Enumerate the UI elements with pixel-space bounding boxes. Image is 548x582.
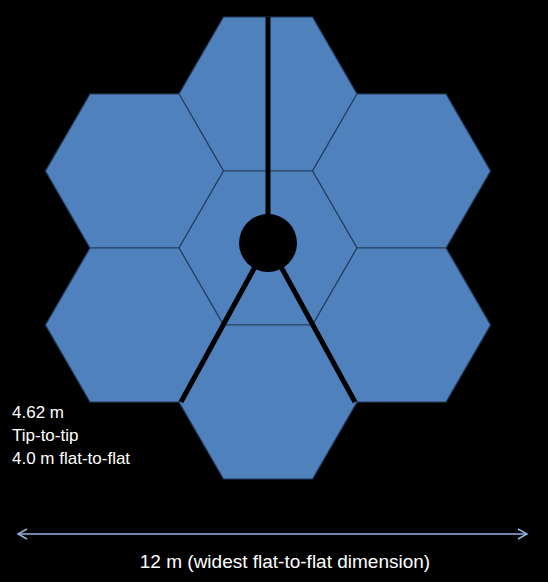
arrowhead [518,529,527,539]
dimension-label: 12 m (widest flat-to-flat dimension) [140,551,430,574]
dimension-text: 4.62 m [12,403,64,423]
dimension-text: 4.0 m flat-to-flat [12,449,130,469]
strut [266,17,271,243]
dimension-line [18,533,527,535]
support-struts [181,17,355,402]
secondary-mirror [239,214,297,272]
dimension-arrow [18,529,527,539]
dimension-text: Tip-to-tip [12,426,78,446]
mirror-segment [179,325,357,479]
dimension-label: 4.62 m [12,403,64,423]
dimension-text: 12 m (widest flat-to-flat dimension) [140,551,430,574]
arrowhead [18,529,27,539]
dimension-label: Tip-to-tip [12,426,78,446]
dimension-label: 4.0 m flat-to-flat [12,449,130,469]
mirror-segments [46,17,491,479]
